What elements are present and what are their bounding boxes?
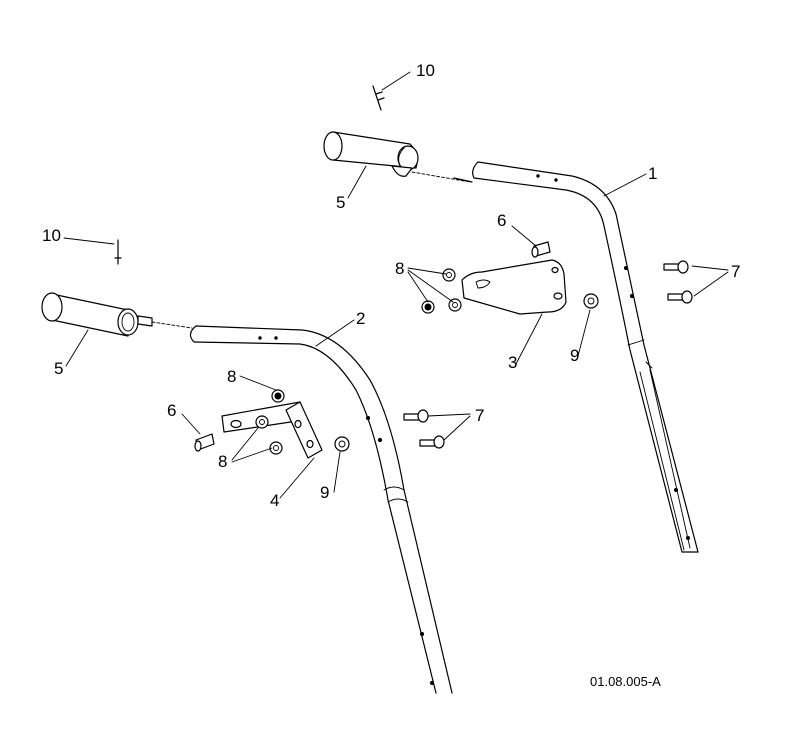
callout-2: 2 [356,309,365,328]
callout-3: 3 [508,353,517,372]
callout-10-left: 10 [42,226,61,245]
callout-8-upper: 8 [395,259,404,278]
left-grip-screw [151,321,193,329]
callout-7-upper: 7 [731,262,740,281]
upper-screw [531,241,551,258]
lower-washers [255,389,285,455]
right-handle-tube [472,161,699,553]
figure-code: 01.08.005-A [590,674,661,689]
callout-5-upper: 5 [336,193,345,212]
callout-10-upper: 10 [416,61,435,80]
callout-6-lower: 6 [167,401,176,420]
left-pin [114,239,122,265]
lower-screw [194,433,215,452]
lower-washer-single [334,436,350,452]
leader-lines [63,71,729,499]
left-handle-tube [189,325,453,694]
callout-8-lower: 8 [218,452,227,471]
callout-6-upper: 6 [497,211,506,230]
callout-9-upper: 9 [570,346,579,365]
upper-bolts [663,260,693,304]
left-grip [41,292,153,337]
upper-grip-screw [411,171,473,183]
upper-pin [372,85,385,111]
upper-grip [323,131,419,177]
upper-washers [421,268,462,314]
upper-washer-single [583,293,599,309]
callout-5-left: 5 [54,359,63,378]
callout-7-lower: 7 [475,406,484,425]
callout-1: 1 [648,164,657,183]
callout-8-lower-top: 8 [227,367,236,386]
upper-bracket [461,259,567,315]
callout-4: 4 [270,491,279,510]
callout-9-lower: 9 [320,483,329,502]
